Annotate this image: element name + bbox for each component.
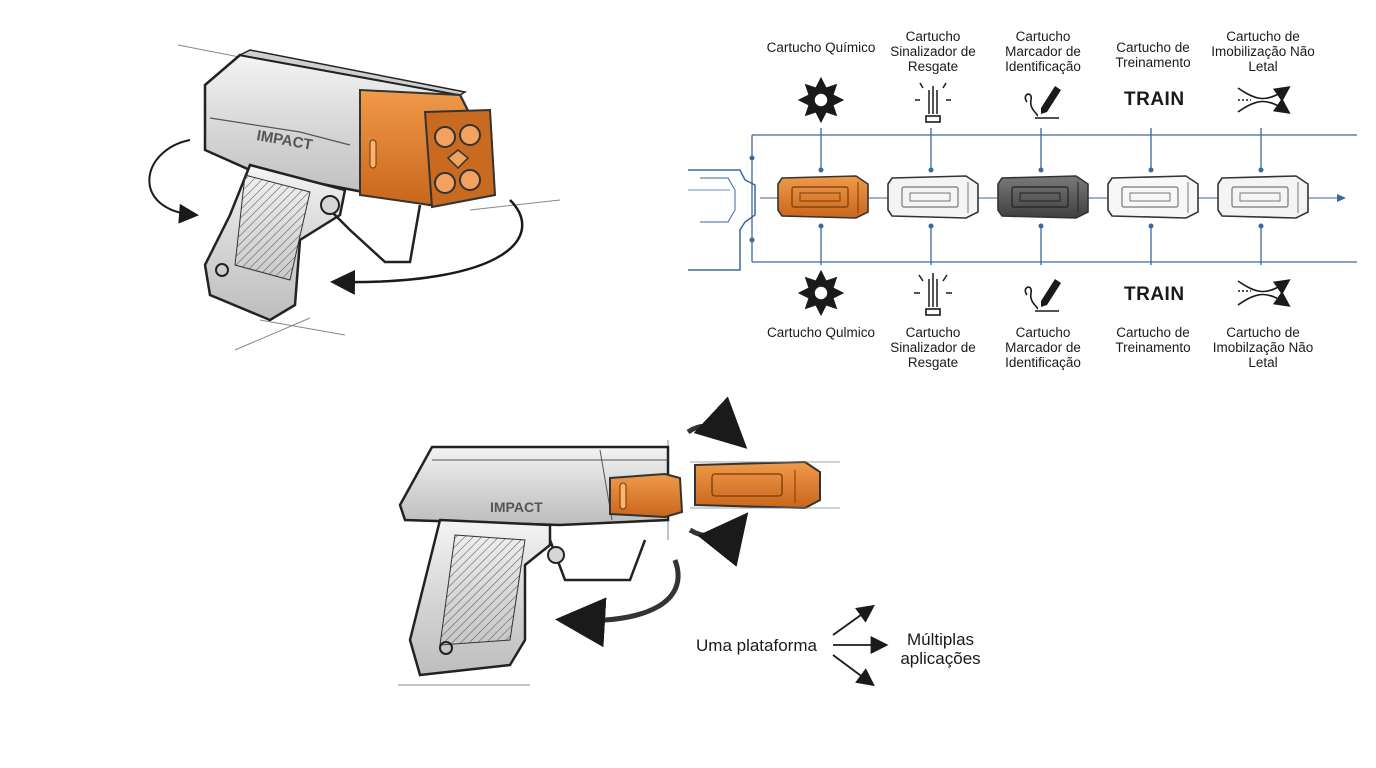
train-text-icon: TRAIN (1124, 89, 1185, 110)
connector-dot (1038, 167, 1044, 173)
immobilization-arrows-icon (1237, 86, 1291, 114)
connector-dot (818, 223, 824, 229)
pistol-side-illustration (398, 440, 684, 686)
top-label-rescue: Cartucho Sinalizador de Resgate (890, 29, 976, 74)
rotate-arrow-icon (148, 139, 199, 224)
branch-arrow-icon (832, 604, 875, 636)
rescue-beacon-icon (915, 82, 951, 123)
immobilization-arrows-icon (1237, 279, 1291, 307)
connector-dot (1258, 223, 1264, 229)
chemical-burst-icon (797, 269, 845, 317)
marker-pen-icon (1024, 279, 1061, 312)
bottom-label-chemical: Cartucho Qulmico (766, 325, 876, 340)
connector-dot (928, 167, 934, 173)
connector-dot (1148, 223, 1154, 229)
top-label-marker: Cartucho Marcador de Identificação (1005, 29, 1081, 74)
top-label-immobilization: Cartucho de Imobilização Não Letal (1211, 29, 1315, 74)
connector-dot (818, 167, 824, 173)
connector-dot (1258, 167, 1264, 173)
detached-cartridge (690, 460, 840, 510)
bottom-label-training: Cartucho de Treinamento (1115, 325, 1191, 355)
pistol-perspective-illustration (177, 44, 561, 351)
rotate-arrow-icon (555, 559, 681, 648)
cartridge-chemical (777, 175, 869, 219)
cartridge-training (1107, 175, 1199, 219)
bottom-label-immobilization: Cartucho de Imobilzação Não Letal (1212, 325, 1314, 370)
cartridge-rescue (887, 175, 979, 219)
insert-arrow-icon (686, 396, 748, 449)
branch-arrow-icon (832, 654, 875, 687)
rescue-beacon-icon (914, 273, 952, 316)
connector-dot (928, 223, 934, 229)
caption-platform: Uma plataforma (696, 636, 817, 655)
top-label-training: Cartucho de Treinamento (1115, 40, 1191, 70)
rotate-arrow-icon (330, 199, 524, 295)
chemical-burst-icon (797, 76, 845, 124)
connector-dot (1148, 167, 1154, 173)
cartridge-immobilization (1217, 175, 1309, 219)
connector-dot (1038, 223, 1044, 229)
eject-arrow-icon (688, 512, 749, 567)
marker-pen-icon (1024, 86, 1061, 119)
bottom-label-rescue: Cartucho Sinalizador de Resgate (890, 325, 976, 370)
cartridge-marker (997, 175, 1089, 219)
caption-applications: Múltiplas aplicações (900, 630, 981, 668)
train-text-icon: TRAIN (1124, 284, 1185, 305)
top-label-chemical: Cartucho Químico (766, 40, 876, 55)
brand-mark: IMPACT (490, 499, 543, 515)
bottom-label-marker: Cartucho Marcador de Identificação (1005, 325, 1081, 370)
